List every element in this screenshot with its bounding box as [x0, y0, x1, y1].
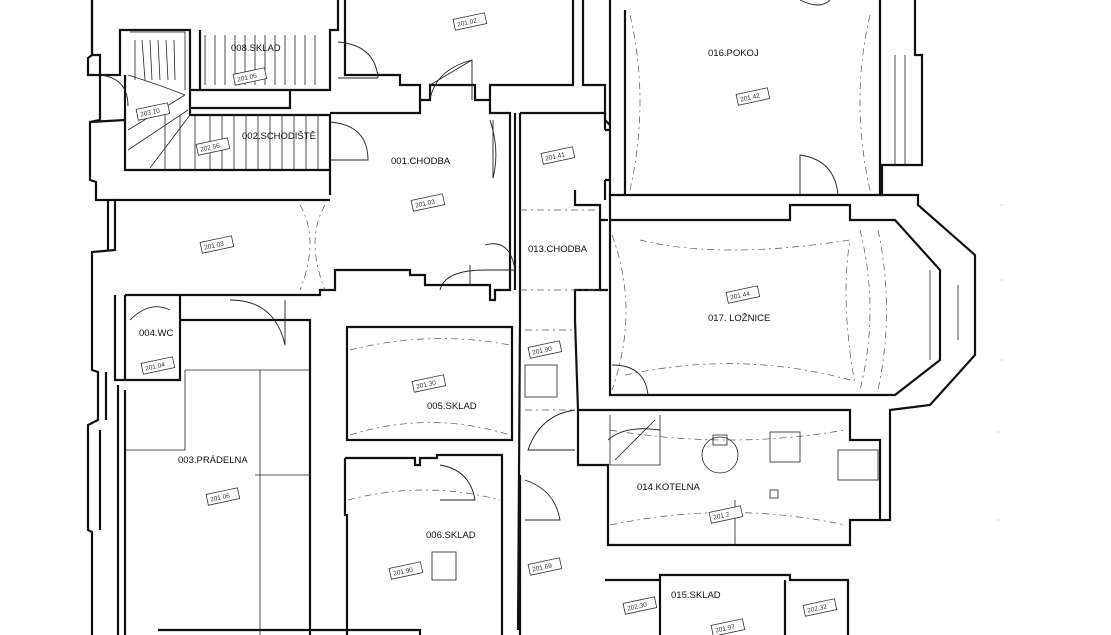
elevation-tag: 201.69 — [527, 557, 563, 576]
elevation-tag: 202.30 — [622, 596, 658, 615]
walls — [86, 0, 977, 635]
svg-text:201.04: 201.04 — [145, 362, 166, 373]
svg-text:201.30: 201.30 — [416, 380, 437, 391]
elevation-tag: 201.2 — [708, 505, 744, 524]
elevation-tag: 201.03 — [410, 193, 446, 212]
room-label-002: 002.SCHODIŠTĚ — [242, 131, 316, 142]
room-label-003: 003.PRÁDELNA — [178, 455, 248, 466]
margin-ticks — [997, 204, 1003, 521]
svg-text:201.90: 201.90 — [532, 346, 553, 357]
elevation-tag: 201.42 — [735, 87, 771, 106]
elevation-tag: 202.56 — [195, 137, 231, 156]
elevation-tag: 201.05 — [232, 67, 268, 86]
elevation-tag: 201.90 — [527, 340, 563, 359]
elevation-tag: 203.10 — [135, 102, 171, 121]
room-label-004: 004.WC — [139, 328, 173, 339]
elevation-tag: 201.41 — [540, 146, 576, 165]
elevation-tag: 201.90 — [388, 561, 424, 580]
svg-text:201.41: 201.41 — [545, 152, 566, 163]
room-label-006: 006.SKLAD — [426, 530, 476, 541]
room-label-005: 005.SKLAD — [427, 401, 477, 412]
elevation-tag: 201.03 — [199, 235, 235, 254]
elevation-tag: 201.97 — [710, 618, 746, 635]
elevation-tag: 201.06 — [205, 487, 241, 506]
elevation-tag: 202.32 — [802, 598, 838, 617]
elevation-tags: 201.02 201.05 203.10 202.56 201.03 201.4… — [135, 12, 838, 635]
elevation-tag: 201.02 — [452, 12, 488, 31]
svg-text:201.44: 201.44 — [730, 291, 751, 302]
svg-text:202.56: 202.56 — [200, 143, 221, 154]
room-label-016: 016.POKOJ — [708, 48, 759, 59]
svg-text:201.69: 201.69 — [532, 563, 553, 574]
svg-text:201.03: 201.03 — [204, 241, 225, 252]
svg-text:203.10: 203.10 — [140, 108, 161, 119]
elevation-tag: 201.30 — [411, 374, 447, 393]
svg-text:201.97: 201.97 — [715, 624, 736, 635]
svg-text:201.05: 201.05 — [237, 73, 258, 84]
room-label-001: 001.CHODBA — [391, 156, 451, 167]
room-labels: 001.CHODBA 002.SCHODIŠTĚ 003.PRÁDELNA 00… — [139, 43, 770, 601]
elevation-tag: 201.04 — [140, 356, 176, 375]
svg-text:202.30: 202.30 — [627, 602, 648, 613]
svg-text:202.32: 202.32 — [807, 604, 828, 615]
room-label-015: 015.SKLAD — [671, 590, 721, 601]
svg-text:201.02: 201.02 — [457, 18, 478, 29]
svg-text:201.03: 201.03 — [415, 199, 436, 210]
room-label-017: 017. LOŽNICE — [708, 313, 770, 324]
svg-text:201.2: 201.2 — [713, 511, 731, 521]
room-label-008: 008.SKLAD — [231, 43, 281, 54]
svg-text:201.06: 201.06 — [210, 493, 231, 504]
room-label-013: 013.CHODBA — [528, 244, 588, 255]
svg-text:201.90: 201.90 — [393, 567, 414, 578]
doors — [99, 0, 839, 521]
elevation-tag: 201.44 — [725, 285, 761, 304]
room-label-014: 014.KOTELNA — [637, 482, 700, 493]
svg-text:201.42: 201.42 — [740, 93, 761, 104]
